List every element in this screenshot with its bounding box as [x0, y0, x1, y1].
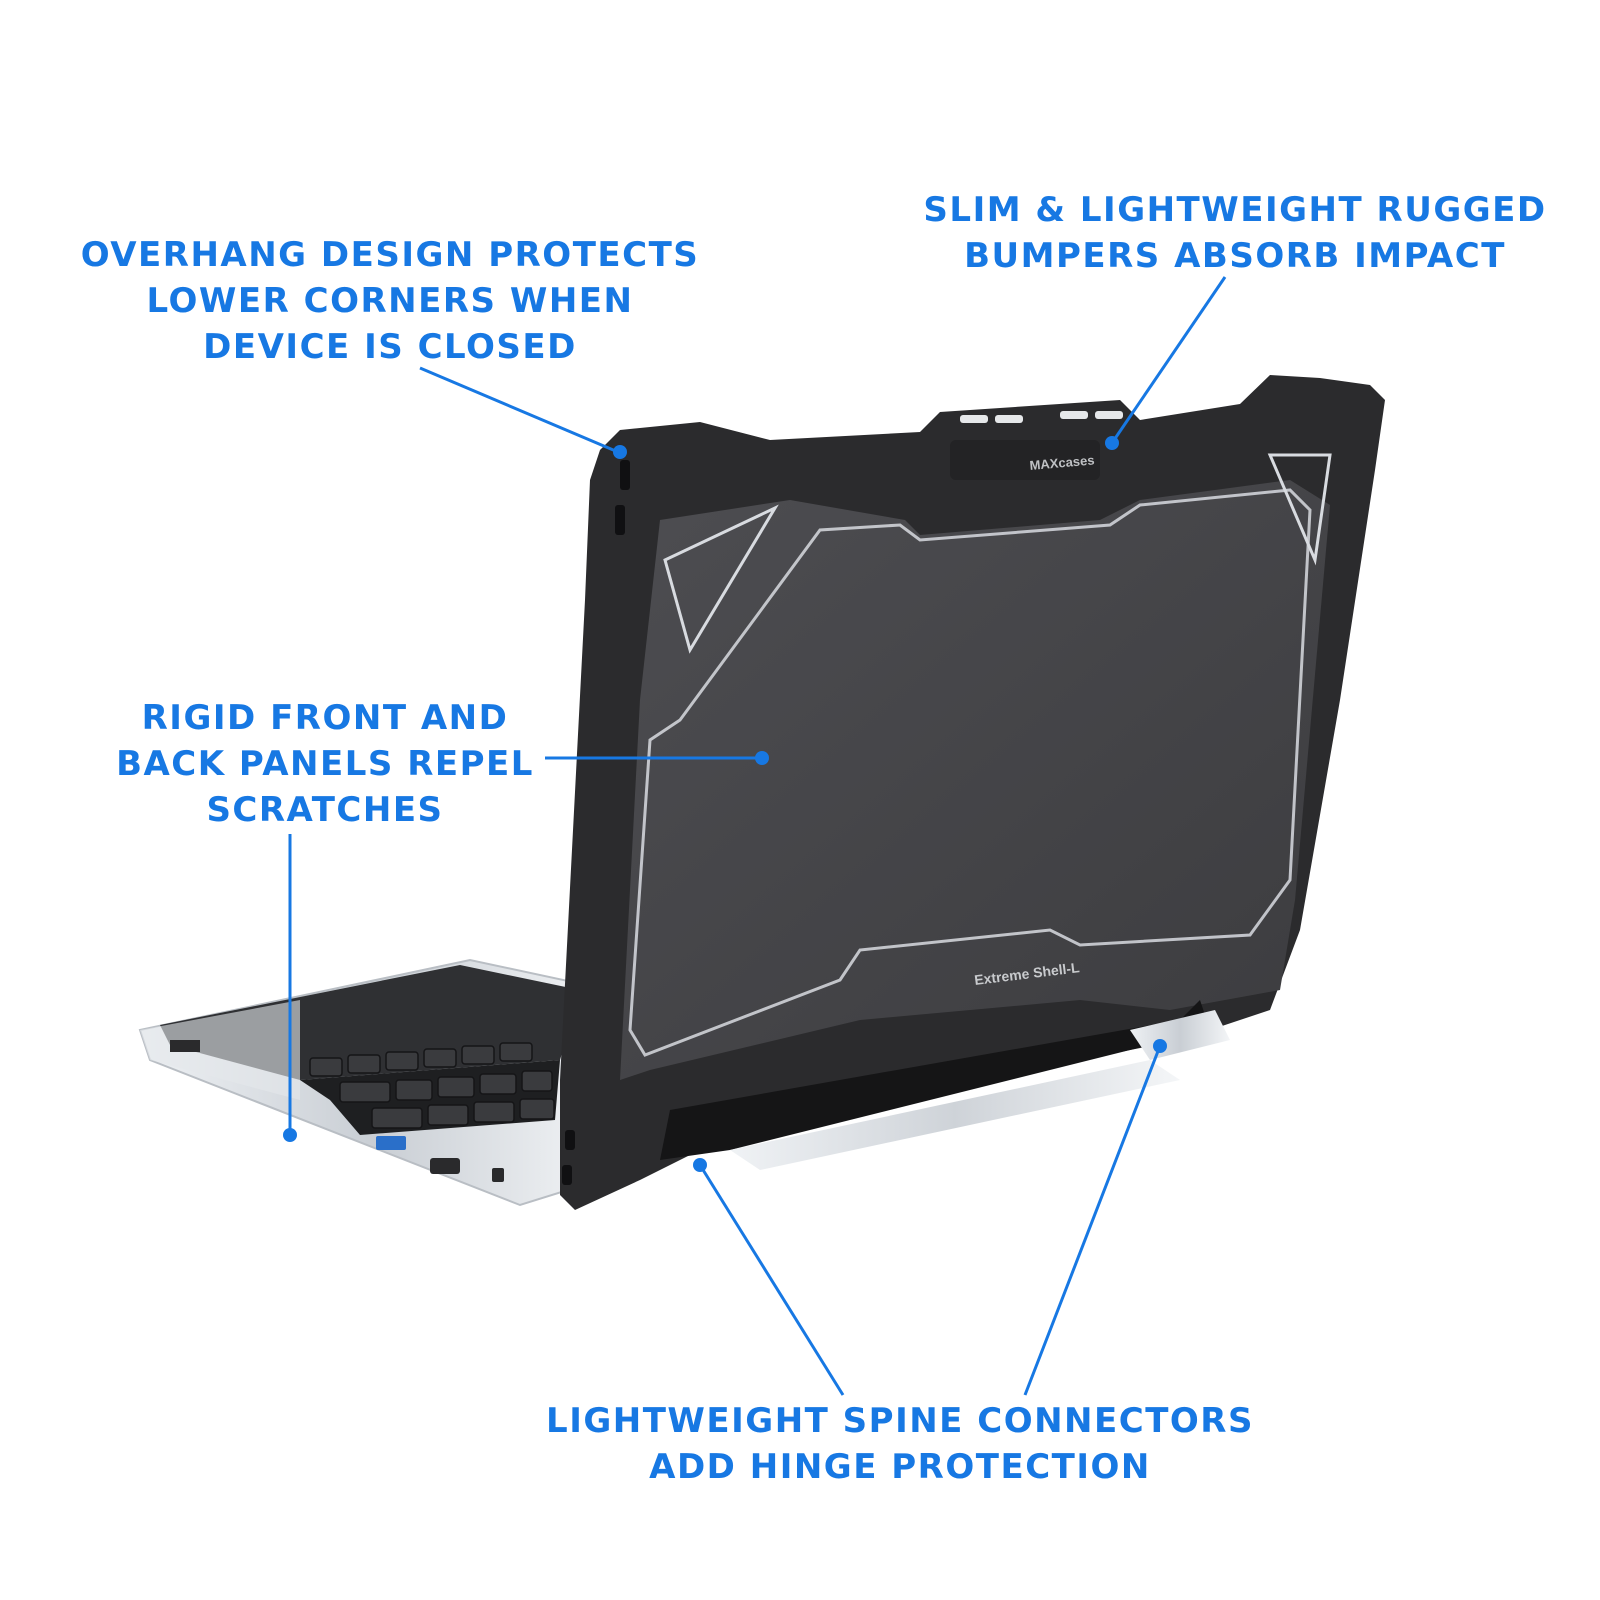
clear-panel-outline: [628, 488, 1312, 1057]
leader-line-spine-left: [698, 1164, 845, 1396]
callout-spine: LIGHTWEIGHT SPINE CONNECTORS ADD HINGE P…: [546, 1401, 1254, 1487]
back-panel: [620, 480, 1330, 1080]
leader-dot-bumpers: [1105, 436, 1119, 450]
corner-vent-right: [1267, 453, 1332, 566]
leader-dot-panels-down: [283, 1128, 297, 1142]
callout-panels: RIGID FRONT AND BACK PANELS REPEL SCRATC…: [116, 698, 534, 830]
brand-logo: MAXcases: [1029, 452, 1095, 473]
leader-line-spine-right: [1023, 1045, 1162, 1396]
corner-vent-left: [663, 504, 779, 654]
leader-line-bumpers: [1110, 276, 1227, 444]
callout-bumpers: SLIM & LIGHTWEIGHT RUGGED BUMPERS ABSORB…: [923, 190, 1547, 276]
leader-dot-spine-left: [693, 1158, 707, 1172]
laptop-base: [138, 958, 612, 1207]
leader-line-overhang: [419, 366, 619, 454]
leader-dot-overhang: [613, 445, 627, 459]
leader-lines: [288, 276, 1227, 1396]
leader-dot-panels: [755, 751, 769, 765]
keyboard: [309, 1042, 555, 1129]
spine-connector: [660, 1000, 1210, 1160]
side-ports: [376, 1136, 504, 1182]
leader-dots: [283, 436, 1167, 1172]
laptop-lid-case: Extreme Shell-L MAXcases: [560, 375, 1385, 1210]
leader-dot-spine-right: [1153, 1039, 1167, 1053]
callout-overhang: OVERHANG DESIGN PROTECTS LOWER CORNERS W…: [80, 235, 700, 367]
